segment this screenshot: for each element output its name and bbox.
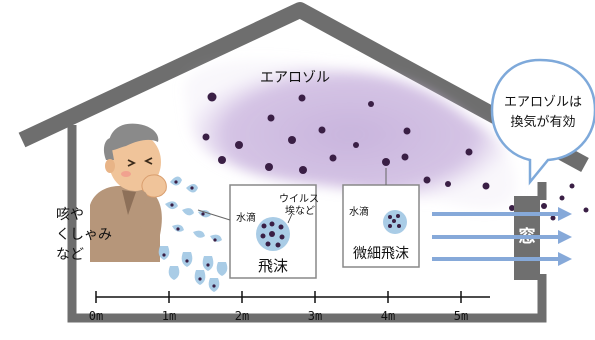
particle xyxy=(445,181,451,187)
house-wall-left-and-floor xyxy=(67,125,498,323)
particle xyxy=(559,195,565,201)
aerosol-label: エアロゾル xyxy=(260,70,330,86)
particle xyxy=(403,127,411,135)
droplet xyxy=(193,230,205,238)
aerosol-particles xyxy=(202,92,589,221)
micro-droplet-water-label: 水滴 xyxy=(349,205,369,218)
particle xyxy=(569,183,575,189)
roof xyxy=(18,2,589,173)
particle xyxy=(353,142,359,148)
droplet xyxy=(216,262,228,276)
person-coughing xyxy=(90,123,167,262)
arrow-head xyxy=(558,252,572,266)
micro-droplet-info-box: 水滴 微細飛沫 xyxy=(342,168,420,268)
distance-scale: 0m 1m 2m 3m 4m 5m xyxy=(89,291,490,323)
particle xyxy=(235,141,243,149)
scale-tick-label: 2m xyxy=(235,309,249,323)
particle xyxy=(401,153,409,161)
speech-bubble: エアロゾルは 換気が有効 xyxy=(490,58,595,186)
house-wall-right-bottom xyxy=(498,274,547,323)
particle xyxy=(267,114,275,122)
particle xyxy=(218,156,226,164)
particle xyxy=(298,94,306,102)
arrow-head xyxy=(558,207,572,221)
droplet-box-title: 飛沫 xyxy=(258,257,288,275)
particle xyxy=(265,163,273,171)
particle xyxy=(288,136,296,144)
micro-droplet-box-title: 微細飛沫 xyxy=(353,246,409,262)
particle xyxy=(207,92,217,102)
scale-tick-label: 0m xyxy=(89,309,103,323)
droplet-virus-label-1: ウイルス xyxy=(279,193,319,205)
particle xyxy=(202,133,210,141)
particle xyxy=(423,176,431,184)
droplet xyxy=(158,246,170,260)
particle xyxy=(482,182,490,190)
scale-tick-label: 1m xyxy=(162,309,176,323)
scale-tick-label: 4m xyxy=(381,309,395,323)
person-hair xyxy=(108,123,159,151)
scale-tick-label: 3m xyxy=(308,309,322,323)
arrow-head xyxy=(558,230,572,244)
cough-droplets xyxy=(158,176,228,292)
droplet-info-box: 水滴 ウイルス 埃など 飛沫 xyxy=(197,184,319,279)
particle xyxy=(329,154,337,162)
scale-tick-label: 5m xyxy=(454,309,468,323)
particle xyxy=(299,166,307,174)
droplet-virus-label-2: 埃など xyxy=(285,204,315,217)
droplet xyxy=(168,266,180,280)
droplet-water-label: 水滴 xyxy=(236,211,256,224)
caption-line-1: 咳や xyxy=(56,207,84,223)
house-outline xyxy=(18,2,589,323)
micro-droplet-box-frame xyxy=(342,184,420,268)
bubble-line-1: エアロゾルは xyxy=(504,95,582,110)
particle xyxy=(583,207,589,213)
aerosol-cloud xyxy=(184,60,516,209)
particle xyxy=(318,126,326,134)
bubble-line-2: 換気が有効 xyxy=(510,114,575,130)
person-caption: 咳や くしゃみ など xyxy=(56,207,112,263)
particle xyxy=(465,148,473,156)
ventilation-arrows xyxy=(432,207,572,266)
particle xyxy=(541,203,547,209)
caption-line-2: くしゃみ xyxy=(56,227,112,243)
particle xyxy=(550,215,556,221)
droplet xyxy=(182,208,194,216)
caption-line-3: など xyxy=(56,247,84,263)
droplet xyxy=(210,234,222,242)
particle xyxy=(368,101,374,107)
person-body xyxy=(90,185,162,262)
particle xyxy=(509,205,515,211)
person-hand xyxy=(141,174,167,198)
particle xyxy=(382,158,390,166)
